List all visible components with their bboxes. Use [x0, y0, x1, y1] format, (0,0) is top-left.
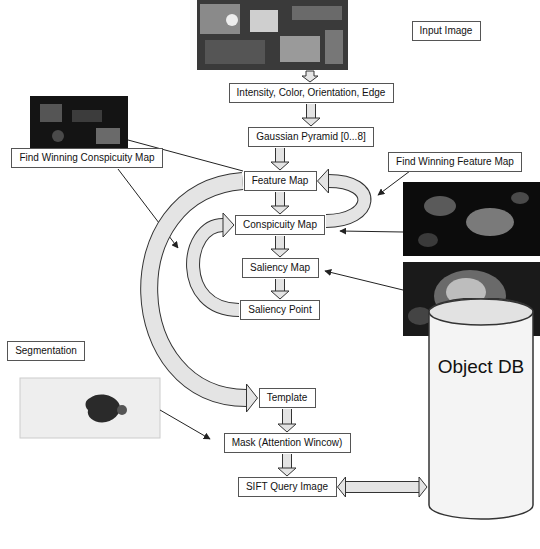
arrow-outline [275, 236, 285, 249]
process-box: Gaussian Pyramid [0...8] [248, 127, 374, 147]
arrow-head [271, 249, 289, 257]
feature-thumbnail [30, 96, 128, 151]
arrow-outline [275, 279, 285, 291]
node-text: Feature Map [251, 175, 310, 187]
arrow-body [276, 192, 284, 206]
flow-arrow [278, 409, 296, 432]
flow-arrow [338, 477, 428, 497]
arrow-body [276, 148, 284, 162]
process-box: Saliency Point [240, 300, 320, 320]
arrow-outline [275, 148, 285, 162]
cylinder-body [429, 298, 533, 519]
node-text: Conspicuity Map [242, 219, 318, 231]
process-box: Template [259, 388, 316, 408]
arrow-body [276, 279, 284, 291]
arrow-outline [306, 104, 316, 118]
process-box: Conspicuity Map [235, 215, 325, 235]
arrow-head [271, 206, 289, 214]
node-text: Input Image [419, 25, 474, 37]
arrow-head [271, 162, 289, 170]
arrow-head [419, 477, 427, 497]
arrow-body [276, 236, 284, 249]
database-cylinder: Object DB [428, 298, 534, 520]
flow-arrow [193, 213, 239, 310]
arrow-body [283, 409, 291, 424]
flow-arrow [302, 104, 320, 126]
process-box: SIFT Query Image [238, 477, 337, 497]
process-box: Intensity, Color, Orientation, Edge [229, 83, 394, 103]
arrow-head [278, 424, 296, 432]
arrow-outline [282, 454, 292, 468]
node-text: Find Winning Conspicuity Map [18, 152, 156, 164]
flow-arrow [271, 236, 289, 257]
node-text: Saliency Map [249, 262, 312, 274]
arrow-head [271, 291, 289, 299]
flow-arrow [278, 454, 296, 476]
label-box: Input Image [412, 21, 481, 41]
flow-arrow [271, 192, 289, 214]
hollow-arrow [302, 71, 318, 82]
arrow-outline [326, 181, 364, 221]
arrow-outline [282, 409, 292, 424]
node-text: Mask (Attention Wincow) [231, 437, 344, 449]
node-text: Template [266, 392, 309, 404]
arrow-head [318, 169, 329, 193]
process-box: Mask (Attention Wincow) [224, 433, 351, 453]
arrow-head [302, 118, 320, 126]
arrow-outline [275, 192, 285, 206]
mask-thumbnail [20, 378, 160, 438]
arrow-body [307, 104, 315, 118]
arrow-head [223, 213, 234, 237]
feature-winner-thumbnail [403, 182, 540, 256]
arrow-body [346, 482, 420, 492]
leader-line [378, 171, 410, 195]
arrow-body [326, 181, 364, 221]
node-text: Segmentation [14, 345, 78, 357]
cylinder-outline [428, 298, 534, 520]
process-box: Saliency Map [242, 258, 319, 278]
cylinder-top [429, 299, 533, 325]
flow-arrow [271, 279, 289, 299]
arrow-body [149, 181, 246, 398]
arrow-outline [149, 181, 246, 398]
leader-line [325, 271, 403, 290]
arrow-body [193, 225, 239, 310]
arrow-head [338, 477, 346, 497]
callout-box: Find Winning Conspicuity Map [11, 148, 163, 168]
input-photo [197, 0, 348, 70]
node-text: SIFT Query Image [245, 481, 330, 493]
process-box: Feature Map [244, 171, 317, 191]
arrow-head [278, 468, 296, 476]
flow-arrow [271, 148, 289, 170]
callout-box: Segmentation [7, 341, 85, 361]
arrow-head [247, 384, 258, 412]
arrow-body [283, 454, 291, 468]
node-text: Find Winning Feature Map [395, 156, 515, 168]
flow-arrow [318, 169, 365, 221]
arrow-outline [193, 225, 239, 310]
arrow-outline [346, 481, 420, 493]
node-text: Saliency Point [247, 304, 313, 316]
callout-box: Find Winning Feature Map [388, 152, 522, 172]
node-text: Intensity, Color, Orientation, Edge [236, 87, 387, 99]
node-text: Gaussian Pyramid [0...8] [255, 131, 367, 143]
leader-line [160, 410, 210, 439]
leader-line [340, 231, 403, 232]
node-text: Object DB [428, 356, 534, 378]
